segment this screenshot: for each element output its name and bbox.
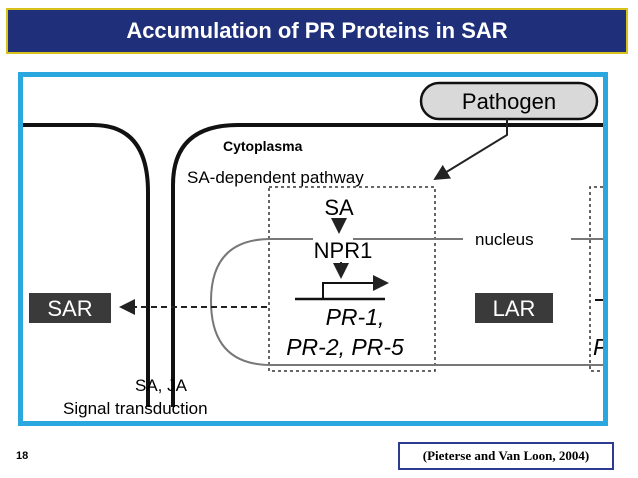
title-bar: Accumulation of PR Proteins in SAR [6, 8, 628, 54]
citation-box: (Pieterse and Van Loon, 2004) [398, 442, 614, 470]
right-pathway-box-fragment [589, 186, 603, 372]
left-cell-outline [23, 123, 150, 407]
pathogen-label: Pathogen [462, 89, 556, 114]
middle-cell-outline [171, 123, 603, 407]
right-fragment-label: P [593, 334, 603, 360]
pathway-label: SA-dependent pathway [187, 168, 364, 187]
signal-transduction-label: Signal transduction [63, 399, 208, 418]
pr-genes-line1: PR-1, [326, 304, 385, 330]
promoter-arrow [322, 275, 389, 299]
lar-box [475, 293, 553, 323]
sar-box [29, 293, 111, 323]
lar-label: LAR [493, 296, 536, 321]
slide-title: Accumulation of PR Proteins in SAR [126, 18, 508, 43]
cytoplasma-label: Cytoplasma [223, 138, 303, 154]
nucleus-outline [209, 238, 603, 366]
pathogen-box [419, 81, 599, 121]
sar-label: SAR [47, 296, 92, 321]
page-number: 18 [16, 450, 29, 462]
pathway-box [268, 186, 436, 372]
sa-label: SA [324, 195, 354, 220]
diagram-frame: Pathogen Cytoplasma SA-dependent pathway… [18, 72, 608, 426]
npr1-label: NPR1 [314, 238, 373, 263]
pr-genes-line2: PR-2, PR-5 [286, 334, 404, 360]
sa-ja-label: SA, JA [135, 376, 188, 395]
nucleus-label: nucleus [475, 230, 534, 249]
pathogen-arrow [433, 119, 508, 181]
diagram-svg: Pathogen Cytoplasma SA-dependent pathway… [23, 81, 603, 418]
citation-text: (Pieterse and Van Loon, 2004) [422, 448, 590, 463]
